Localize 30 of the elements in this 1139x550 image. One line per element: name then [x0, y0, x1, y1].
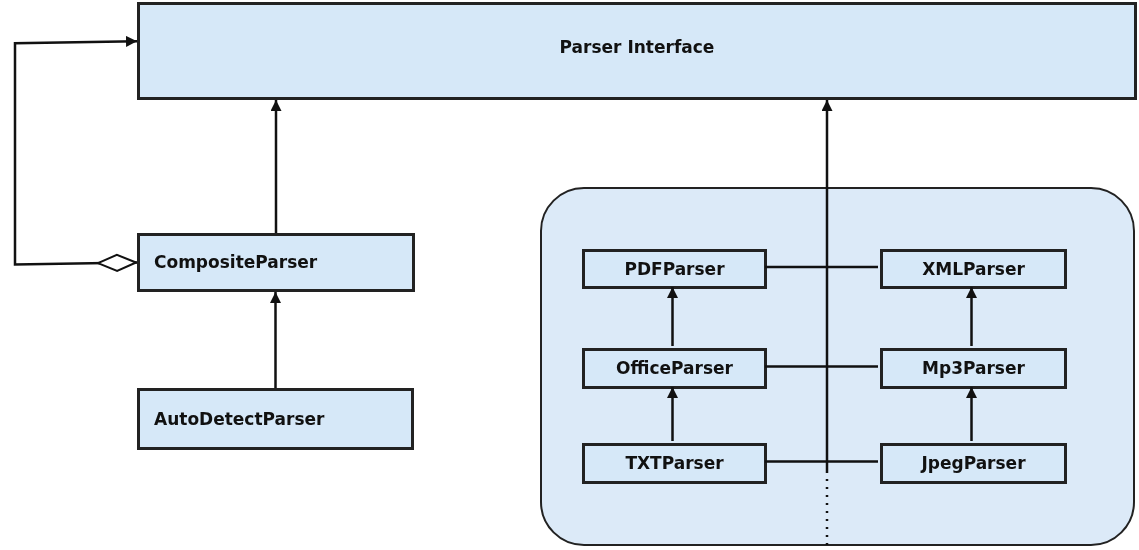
arrow	[270, 100, 282, 233]
group-container	[540, 187, 1135, 546]
arrow	[667, 287, 678, 346]
class-name: XMLParser	[922, 260, 1025, 278]
arrow	[966, 387, 977, 441]
connector-line	[765, 365, 878, 368]
class-name: Parser Interface	[559, 39, 715, 56]
class-box	[137, 233, 415, 292]
class-name: CompositeParser	[154, 254, 318, 271]
class-box	[880, 348, 1067, 389]
class-box	[880, 249, 1067, 289]
class-name: PDFParser	[624, 260, 725, 278]
arrow	[966, 287, 977, 346]
connector-line	[765, 265, 878, 269]
class-box	[582, 348, 767, 389]
class-box	[582, 249, 767, 289]
arrow	[13, 35, 138, 272]
class-name: Mp3Parser	[922, 360, 1025, 377]
class-name: JpegParser	[921, 455, 1026, 472]
class-name: OfficeParser	[616, 360, 733, 377]
class-box	[582, 443, 767, 484]
class-box	[880, 443, 1067, 484]
class-box	[137, 388, 414, 450]
connector-line	[765, 460, 878, 463]
class-name: TXTParser	[625, 455, 724, 472]
arrow	[667, 387, 678, 441]
interface-box	[137, 2, 1137, 100]
class-name: AutoDetectParser	[154, 410, 325, 428]
arrow	[270, 292, 281, 388]
arrow	[821, 100, 833, 545]
